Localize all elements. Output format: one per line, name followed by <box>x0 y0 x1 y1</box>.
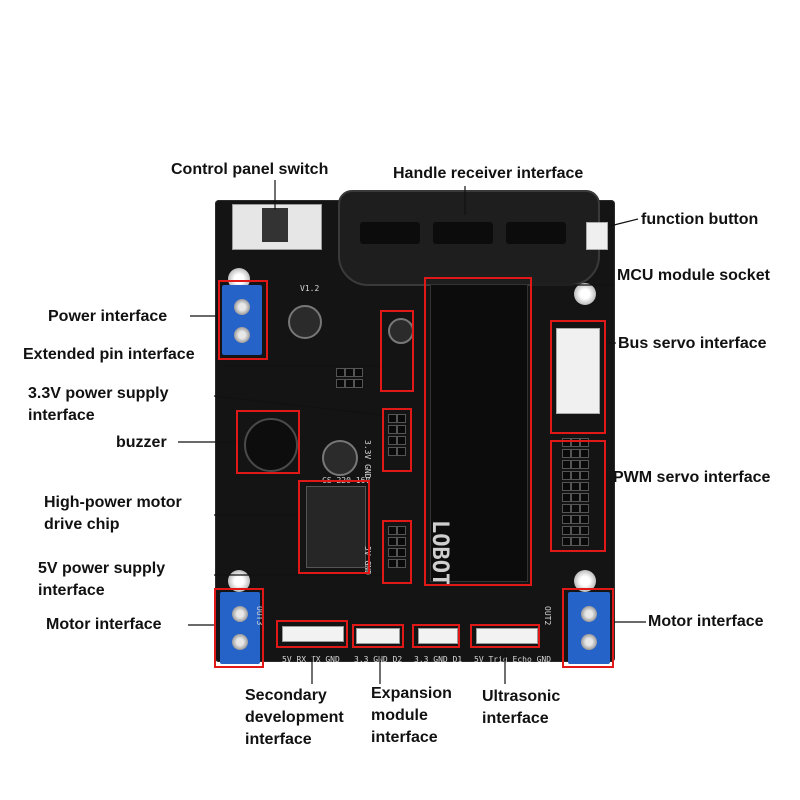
motor-terminal-right <box>568 592 610 664</box>
label-secondary-line1: Secondary <box>245 687 327 704</box>
receiver-slot <box>506 222 566 244</box>
hl-motor-chip <box>298 480 370 574</box>
label-chip-line2: drive chip <box>44 516 120 533</box>
label-expansion-line3: interface <box>371 729 438 746</box>
terminal-screw <box>234 299 250 315</box>
bus-servo-connector <box>556 328 600 414</box>
pwm-servo-header <box>562 438 589 546</box>
leader-function <box>609 218 639 227</box>
label-pwm-servo: PWM servo interface <box>613 469 771 486</box>
hl-motor-right <box>562 588 614 668</box>
capacitor <box>322 440 358 476</box>
terminal-screw <box>581 634 597 650</box>
terminal-screw <box>234 327 250 343</box>
hl-5v <box>382 520 412 584</box>
motor-driver-chip <box>306 486 366 568</box>
label-33v-line1: 3.3V power supply <box>28 385 169 402</box>
label-secondary-line2: development <box>245 709 344 726</box>
hl-secondary <box>276 620 348 648</box>
secondary-connector <box>282 626 344 642</box>
label-power-interface: Power interface <box>48 308 168 325</box>
label-motor-left: Motor interface <box>46 616 162 633</box>
hl-bus-servo <box>550 320 606 434</box>
silk-ultrasonic: 5V Trig Echo GND <box>474 655 552 664</box>
label-function-button: function button <box>641 211 759 228</box>
ultrasonic-connector <box>476 628 538 644</box>
hl-power <box>218 280 268 360</box>
label-5v-line1: 5V power supply <box>38 560 166 577</box>
hl-buzzer <box>236 410 300 474</box>
silk-secondary: 5V RX TX GND <box>282 655 340 664</box>
label-buzzer: buzzer <box>116 434 167 451</box>
label-handle-receiver: Handle receiver interface <box>393 165 584 182</box>
expansion-connector <box>356 628 400 644</box>
mounting-hole <box>574 570 596 592</box>
label-extended-pin: Extended pin interface <box>23 346 195 363</box>
label-33v-line2: interface <box>28 407 95 424</box>
label-motor-right: Motor interface <box>648 613 764 630</box>
expansion-connector <box>418 628 458 644</box>
hl-pwm-servo <box>550 440 606 552</box>
silk-expansion2: 3.3 GND D1 <box>414 655 463 664</box>
receiver-slot <box>360 222 420 244</box>
header-extended <box>336 368 363 388</box>
silk-version: V1.2 <box>300 284 320 293</box>
hl-mcu-socket <box>424 277 532 586</box>
silk-expansion: 3.3 GND D2 <box>354 655 403 664</box>
hl-expansion <box>352 624 404 648</box>
terminal-screw <box>581 606 597 622</box>
buzzer-component <box>244 418 298 472</box>
leader-33v <box>213 395 383 416</box>
label-ultrasonic-line2: interface <box>482 710 549 727</box>
header-5v <box>388 526 406 568</box>
capacitor <box>288 305 322 339</box>
function-button-component <box>586 222 608 250</box>
motor-terminal-left <box>220 592 260 664</box>
hl-motor-left <box>214 588 264 668</box>
hl-extended-pin <box>380 310 414 392</box>
header-33v <box>388 414 406 456</box>
label-expansion-line2: module <box>371 707 428 724</box>
switch-knob <box>262 208 288 242</box>
label-mcu-socket: MCU module socket <box>617 267 770 284</box>
power-terminal <box>222 285 262 355</box>
hl-expansion2 <box>412 624 460 648</box>
hl-ultrasonic <box>470 624 540 648</box>
mounting-hole <box>574 283 596 305</box>
label-chip-line1: High-power motor <box>44 494 182 511</box>
label-ultrasonic-line1: Ultrasonic <box>482 688 561 705</box>
terminal-screw <box>232 634 248 650</box>
terminal-screw <box>232 606 248 622</box>
label-5v-line2: interface <box>38 582 105 599</box>
hl-33v <box>382 408 412 472</box>
label-control-panel-switch: Control panel switch <box>171 161 329 178</box>
receiver-slot <box>433 222 493 244</box>
label-secondary-line3: interface <box>245 731 312 748</box>
mounting-hole <box>228 268 250 290</box>
mcu-socket-body <box>430 284 528 582</box>
label-expansion-line1: Expansion <box>371 685 452 702</box>
label-bus-servo: Bus servo interface <box>618 335 767 352</box>
